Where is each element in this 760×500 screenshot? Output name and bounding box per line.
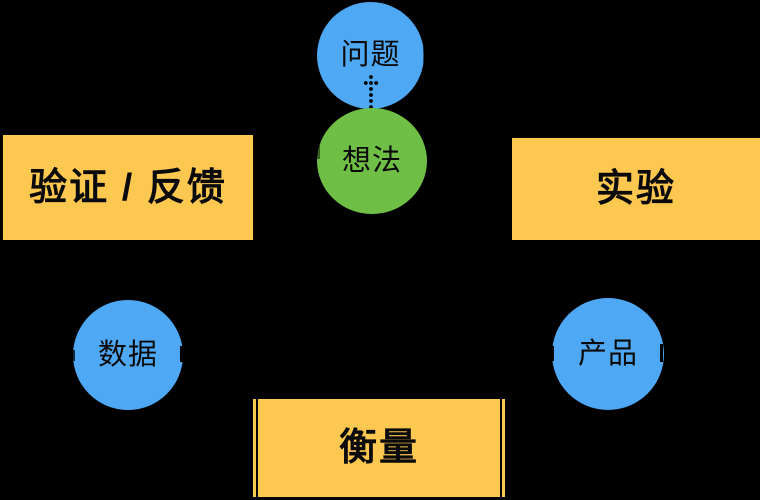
loop-line-mark: [551, 346, 554, 361]
node-product-circle: 产品: [552, 298, 664, 410]
node-problem-circle: 问题: [317, 2, 424, 109]
node-build-label: 实验: [595, 168, 676, 210]
loop-line-mark: [500, 399, 502, 497]
node-data-label: 数据: [97, 338, 158, 371]
node-data-circle: 数据: [73, 300, 183, 410]
node-build-rect: 实验: [512, 138, 760, 240]
loop-line-mark: [317, 145, 320, 159]
loop-line-mark: [256, 399, 258, 497]
node-learn-rect: 验证 / 反馈: [3, 135, 253, 240]
loop-line-mark: [73, 350, 75, 361]
node-idea-label: 想法: [341, 144, 402, 177]
node-product-label: 产品: [577, 337, 638, 370]
loop-line-mark: [180, 346, 183, 362]
node-measure-rect: 衡量: [253, 399, 505, 497]
node-measure-label: 衡量: [338, 427, 419, 469]
loop-line-mark: [660, 344, 663, 362]
node-idea-circle: 想法: [317, 108, 427, 214]
loop-line-mark: [423, 47, 426, 62]
node-problem-label: 问题: [340, 39, 401, 71]
node-learn-label: 验证 / 反馈: [29, 166, 227, 209]
